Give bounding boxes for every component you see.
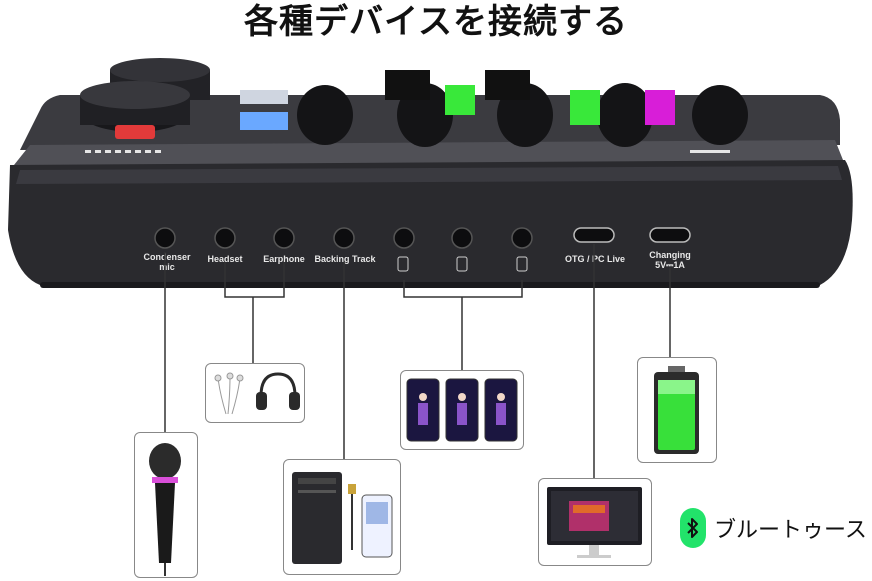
bluetooth-icon <box>680 508 706 548</box>
bluetooth-badge: ブルートゥース <box>680 508 867 548</box>
battery-image <box>637 357 717 463</box>
earphone-label: Earphone <box>263 254 305 264</box>
headset-label: Headset <box>207 254 243 264</box>
otg-pc-live-label: OTG / PC Live <box>564 254 625 264</box>
headset-earphone-image <box>205 363 305 423</box>
monitor-image <box>538 478 652 566</box>
charging-label: Changing 5V⎓1A <box>649 250 691 270</box>
backing-track-label: Backing Track <box>314 254 376 264</box>
smartphones-image <box>400 370 524 450</box>
condenser-mic-label: Condenser mic <box>143 252 191 272</box>
microphone-image <box>134 432 198 578</box>
audio-mixer-device <box>8 58 853 288</box>
computer-tower-image <box>283 459 401 575</box>
page-title: 各種デバイスを接続する <box>244 2 628 42</box>
bluetooth-label: ブルートゥース <box>714 518 867 543</box>
